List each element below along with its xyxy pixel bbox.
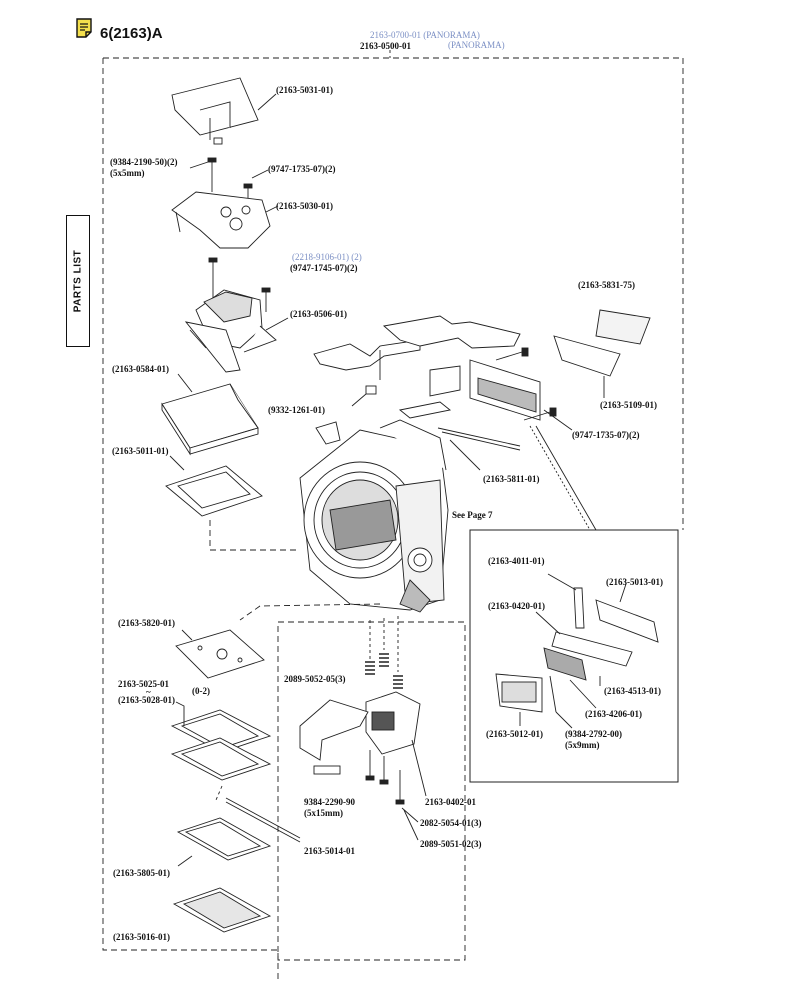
- callout-5x15mm: (5x15mm): [304, 808, 343, 818]
- callout-2082-5054-01: 2082-5054-01(3): [420, 818, 482, 828]
- callout-2163-5016-01: (2163-5016-01): [113, 932, 170, 942]
- callout-2163-5025-01: 2163-5025-01: [118, 679, 169, 689]
- overlay-label-2: (PANORAMA): [448, 40, 505, 50]
- callout-5x5mm: (5x5mm): [110, 168, 145, 178]
- assembly-code-label: 2163-0500-01: [360, 41, 411, 51]
- callout-9384-2792-00: (9384-2792-00): [565, 729, 622, 739]
- callout-2163-0506-01: (2163-0506-01): [290, 309, 347, 319]
- af-module-part: [299, 691, 421, 775]
- callout-2163-5805-01: (2163-5805-01): [113, 868, 170, 878]
- parts-list-tab[interactable]: PARTS LIST: [66, 215, 90, 347]
- callout-2163-5031-01: (2163-5031-01): [276, 85, 333, 95]
- frames-5025-5028: [170, 709, 272, 781]
- callout-2163-5014-01: 2163-5014-01: [304, 846, 355, 856]
- callout-quantity-0-2: (0-2): [192, 686, 210, 696]
- see-page-7-link[interactable]: See Page 7: [452, 510, 493, 520]
- callout-2163-0584-01: (2163-0584-01): [112, 364, 169, 374]
- callout-9332-1261-01: (9332-1261-01): [268, 405, 325, 415]
- callout-2163-0420-01: (2163-0420-01): [488, 601, 545, 611]
- callout-2163-0402-01: 2163-0402-01: [425, 797, 476, 807]
- callout-2163-5028-01: (2163-5028-01): [118, 695, 175, 705]
- callout-2163-5831-75: (2163-5831-75): [578, 280, 635, 290]
- callout-2163-5030-01: (2163-5030-01): [276, 201, 333, 211]
- callout-2163-5011-01: (2163-5011-01): [112, 446, 169, 456]
- callout-2163-4206-01: (2163-4206-01): [585, 709, 642, 719]
- detail-parts: [495, 587, 659, 713]
- callout-2163-5820-01: (2163-5820-01): [118, 618, 175, 628]
- lower-assembly-box: [277, 621, 466, 961]
- springs-part: [365, 616, 403, 689]
- screws-top: [207, 157, 271, 312]
- callout-2163-4513-01: (2163-4513-01): [604, 686, 661, 696]
- callout-range-tilde: ~: [146, 687, 151, 697]
- note-icon: [76, 18, 92, 38]
- callout-2218-9106-01: (2218-9106-01) (2): [292, 252, 362, 262]
- callout-9747-1735-07-b: (9747-1735-07)(2): [572, 430, 640, 440]
- screen-frame-5011: [165, 465, 263, 517]
- callout-2163-5013-01: (2163-5013-01): [606, 577, 663, 587]
- callout-9384-2290-90: 9384-2290-90: [304, 797, 355, 807]
- page-title: 6(2163)A: [100, 25, 163, 42]
- callout-2163-5109-01: (2163-5109-01): [600, 400, 657, 410]
- screws-bottom: [365, 750, 405, 805]
- top-shield-part: [171, 77, 259, 145]
- camera-body-part: [299, 419, 449, 613]
- focus-plate-5820: [175, 629, 265, 679]
- flex-circuit-part: [313, 315, 521, 419]
- detail-box: [469, 529, 679, 783]
- frames-5805-5016: [172, 797, 301, 933]
- mirror-box-part: [161, 383, 259, 456]
- assembly-outline: [103, 57, 684, 530]
- screws-right: [495, 347, 557, 421]
- callout-9747-1745-07: (9747-1745-07)(2): [290, 263, 358, 273]
- overlay-label-1: 2163-0700-01 (PANORAMA): [370, 30, 480, 40]
- callout-9384-2190-50: (9384-2190-50)(2): [110, 157, 178, 167]
- callout-2163-5012-01: (2163-5012-01): [486, 729, 543, 739]
- callout-2163-4011-01: (2163-4011-01): [488, 556, 545, 566]
- bracket-5030-part: [171, 191, 271, 249]
- mount-0506-part: [184, 289, 277, 373]
- callout-2089-5052-05: 2089-5052-05(3): [284, 674, 346, 684]
- callout-2089-5051-02: 2089-5051-02(3): [420, 839, 482, 849]
- callout-2163-5811-01: (2163-5811-01): [483, 474, 540, 484]
- callout-9747-1735-07-a: (9747-1735-07)(2): [268, 164, 336, 174]
- callout-5x9mm: (5x9mm): [565, 740, 600, 750]
- rails-part: [437, 309, 651, 471]
